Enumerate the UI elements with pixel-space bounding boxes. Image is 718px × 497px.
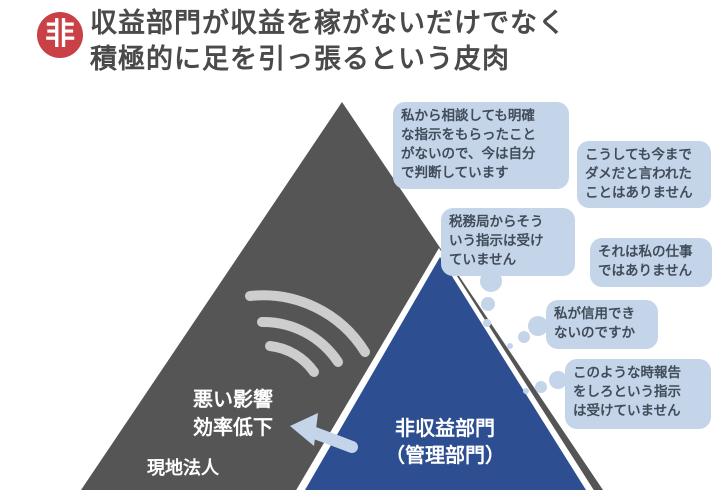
speech-bubble: 私から相談しても明確 な指示をもらったこと がないので、今は自分 で判断していま… (393, 102, 569, 189)
signal-icon (245, 290, 370, 377)
badge: 非 (37, 12, 83, 58)
speech-bubble: 税務局からそう いう指示は受け ていません (441, 208, 575, 276)
non-profit-dept-label: 非収益部門 （管理部門） (385, 416, 505, 467)
speech-bubble: それは私の仕事 ではありません (590, 238, 712, 287)
thought-dots (480, 270, 567, 394)
non-profit-dept-triangle (305, 257, 586, 490)
local-corp-label: 現地法人 (147, 458, 219, 479)
speech-bubble: このような時報告 をしろという指示 は受けていません (565, 359, 711, 429)
speech-bubble: こうしても今まで ダメだと言われた ことはありません (577, 141, 711, 208)
speech-bubble: 私が信用でき ないのですか (546, 300, 658, 349)
headline: 収益部門が収益を稼がないだけでなく 積極的に足を引っ張るという皮肉 (90, 6, 566, 78)
bad-effect-label: 悪い影響 効率低下 (193, 387, 273, 439)
headline-line-2: 積極的に足を引っ張るという皮肉 (90, 44, 510, 75)
headline-line-1: 収益部門が収益を稼がないだけでなく (90, 8, 566, 39)
